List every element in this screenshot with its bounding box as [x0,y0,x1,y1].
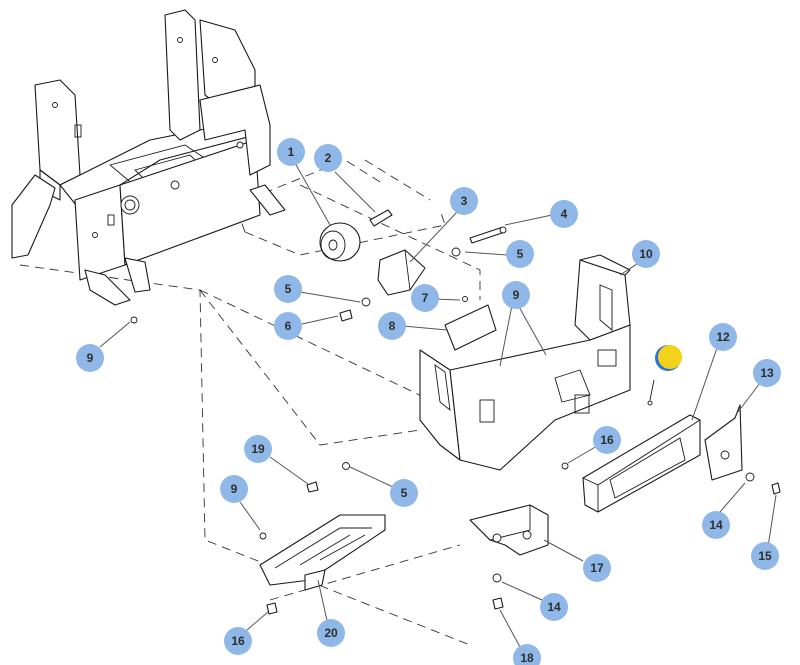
assembly-guide-lines [19,159,481,646]
pin [369,209,393,227]
front-housing [419,254,631,471]
callout-label: 18 [520,651,534,665]
leader-lines [99,162,777,648]
roller-wheel [319,222,361,262]
callout-label: 9 [87,351,94,365]
corner-bracket [469,504,549,556]
callout-8[interactable]: 8 [378,312,406,340]
callout-5-a[interactable]: 5 [506,240,534,268]
callout-14-b[interactable]: 14 [540,593,568,621]
callout-16-a[interactable]: 16 [593,426,621,454]
callout-3[interactable]: 3 [450,187,478,215]
callout-label: 1 [288,145,295,159]
bottom-tray [259,514,386,591]
wheel-bracket [377,249,426,296]
callout-16-b[interactable]: 16 [224,627,252,655]
callout-label: 7 [422,291,429,305]
long-bar [582,414,701,513]
callout-label: 8 [389,319,396,333]
callout-1[interactable]: 1 [277,138,305,166]
side-bracket [704,404,743,481]
callout-5-b[interactable]: 5 [274,275,302,303]
callout-label: 13 [760,366,774,380]
callout-10[interactable]: 10 [632,240,660,268]
bolt-4 [469,226,507,244]
callout-label: 6 [285,319,292,333]
cover-plate [444,304,497,351]
callout-label: 10 [639,247,653,261]
callouts: 1 2 3 4 5 5 5 6 7 8 9 9 9 10 12 13 14 14… [76,138,781,665]
callout-7[interactable]: 7 [411,284,439,312]
callout-6[interactable]: 6 [274,312,302,340]
callout-4[interactable]: 4 [550,200,578,228]
callout-label: 16 [600,433,614,447]
callout-5-c[interactable]: 5 [390,479,418,507]
callout-18[interactable]: 18 [513,644,541,665]
callout-label: 17 [590,561,604,575]
callout-label: 4 [561,207,568,221]
callout-20[interactable]: 20 [317,619,345,647]
callout-12[interactable]: 12 [709,323,737,351]
callout-14-a[interactable]: 14 [702,511,730,539]
callout-label: 12 [716,330,730,344]
callout-label: 15 [758,549,772,563]
callout-label: 9 [513,288,520,302]
callout-15[interactable]: 15 [751,542,779,570]
callout-label: 9 [231,482,238,496]
callout-label: 19 [251,442,265,456]
callout-9-c[interactable]: 9 [220,475,248,503]
yellow-blue-dot-icon [655,345,682,371]
callout-label: 5 [285,282,292,296]
callout-label: 5 [401,486,408,500]
callout-label: 3 [461,194,468,208]
callout-9-b[interactable]: 9 [76,344,104,372]
callout-label: 5 [517,247,524,261]
callout-label: 14 [547,600,561,614]
callout-13[interactable]: 13 [753,359,781,387]
main-frame [11,9,286,306]
callout-label: 20 [324,626,338,640]
callout-label: 14 [709,518,723,532]
callout-2[interactable]: 2 [314,144,342,172]
callout-label: 2 [325,151,332,165]
callout-19[interactable]: 19 [244,435,272,463]
callout-label: 16 [231,634,245,648]
callout-9-a[interactable]: 9 [502,281,530,309]
callout-17[interactable]: 17 [583,554,611,582]
